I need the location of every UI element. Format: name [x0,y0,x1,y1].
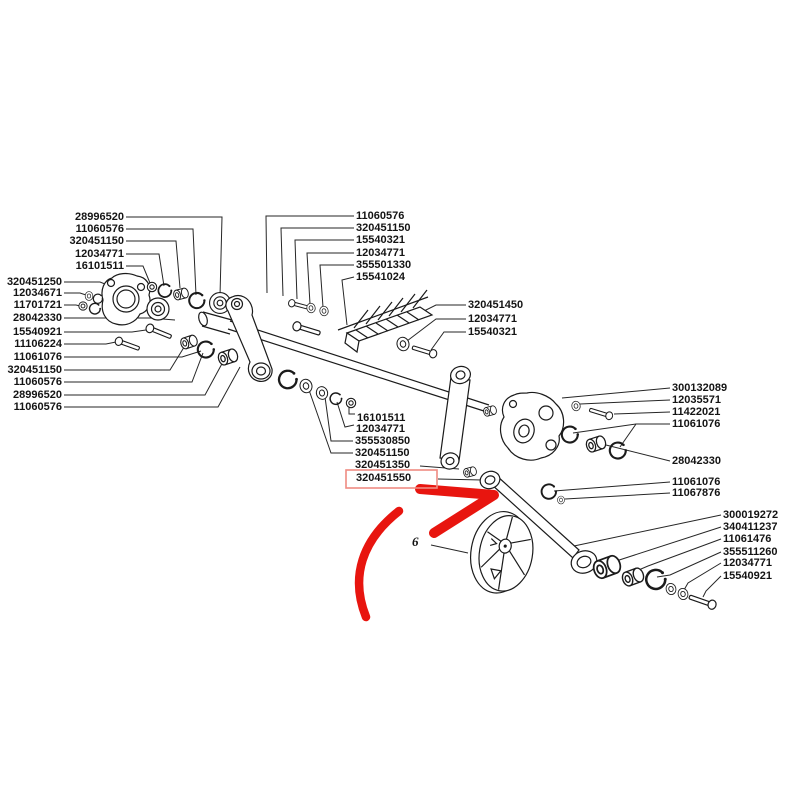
part-number-label[interactable]: 11060576 [356,210,405,222]
part-number-label[interactable]: 12034771 [468,313,517,325]
part-number-label[interactable]: 355511260 [723,546,778,558]
part-number-label[interactable]: 11422021 [672,406,721,418]
part-number-label[interactable]: 300132089 [672,382,728,394]
part-number-label[interactable]: 11061076 [13,351,62,363]
part-number-label[interactable]: 11061476 [723,533,772,545]
part-number-label[interactable]: 12034771 [75,248,124,260]
part-number-label[interactable]: 28996520 [13,389,62,401]
part-number-label[interactable]: 12034671 [13,287,62,299]
torsion-bar [198,311,490,413]
part-number-label[interactable]: 11060576 [13,376,62,388]
part-number-label[interactable]: 28996520 [75,211,124,223]
trailing-arm [479,470,598,574]
part-number-label[interactable]: 12034771 [356,247,405,259]
callout-6: 6 [412,534,419,549]
part-number-label[interactable]: 320451150 [69,235,124,247]
part-number-label[interactable]: 320451150 [356,222,411,234]
part-number-label[interactable]: 320451250 [6,276,62,288]
shackle-link [439,365,498,479]
part-number-label[interactable]: 28042330 [13,312,62,324]
part-number-label[interactable]: 320451150 [7,364,62,376]
highlight-arrow [354,484,499,622]
part-number-label[interactable]: 355530850 [355,435,411,447]
part-number-label[interactable]: 28042330 [672,455,721,467]
part-number-label[interactable]: 320451350 [355,459,411,471]
part-number-label[interactable]: 300019272 [723,509,779,521]
part-number-label[interactable]: 320451150 [355,447,410,459]
link-arm [225,294,273,382]
flange-mount [101,272,151,326]
part-number-label[interactable]: 11061076 [672,418,721,430]
part-number-label[interactable]: 15540921 [13,326,62,338]
part-number-label[interactable]: 12034771 [723,557,772,569]
part-number-label[interactable]: 15540921 [723,570,772,582]
spring-pad-bracket [337,289,434,354]
part-number-label[interactable]: 340411237 [723,521,778,533]
part-number-label[interactable]: 11106224 [14,338,62,350]
part-number-label[interactable]: 11060576 [75,223,124,235]
part-number-label[interactable]: 12035571 [672,394,721,406]
part-number-label[interactable]: 16101511 [357,412,406,424]
part-number-label[interactable]: 15540321 [356,234,405,246]
highlight-box [345,469,438,489]
part-number-label[interactable]: 16101511 [75,260,124,272]
part-number-label[interactable]: 355501330 [356,259,412,271]
part-number-label[interactable]: 11067876 [672,487,721,499]
part-number-label-highlighted[interactable]: 320451550 [356,472,412,484]
part-number-label[interactable]: 320451450 [468,299,524,311]
part-number-label[interactable]: 15540321 [468,326,517,338]
part-number-label[interactable]: 11701721 [13,299,62,311]
part-number-label[interactable]: 15541024 [356,271,405,283]
wheel-drum [470,511,534,594]
mounting-plate [499,391,565,461]
part-number-label[interactable]: 12034771 [356,423,405,435]
part-number-label[interactable]: 11061076 [672,476,721,488]
part-number-label[interactable]: 11060576 [13,401,62,413]
